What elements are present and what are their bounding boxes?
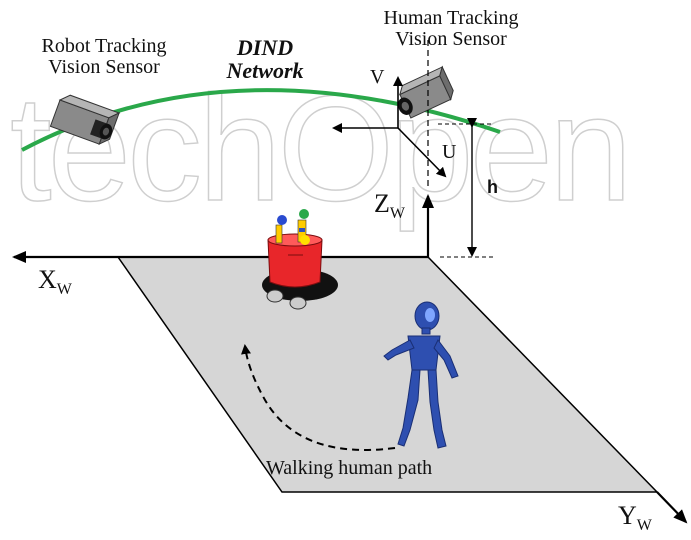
u-axis-label: U <box>442 141 457 163</box>
human-sensor-label: Human Tracking Vision Sensor <box>383 7 519 50</box>
u-axis-arrow <box>397 127 447 178</box>
yw-axis-label: YW <box>618 501 652 534</box>
height-label: h <box>487 177 498 197</box>
xw-axis-label: XW <box>38 265 72 298</box>
robot-camera-icon <box>49 94 121 146</box>
robot-icon <box>262 209 338 310</box>
human-camera-icon <box>397 65 454 119</box>
network-label: DIND Network <box>226 35 304 84</box>
svg-text:techOpen: techOpen <box>10 64 628 232</box>
yw-axis <box>656 491 688 524</box>
human-figure-icon <box>383 301 459 449</box>
v-axis-label: V <box>370 66 385 88</box>
zw-axis-label: ZW <box>374 189 405 222</box>
robot-sensor-label: Robot Tracking Vision Sensor <box>41 35 167 78</box>
path-caption: Walking human path <box>266 457 433 479</box>
walking-path <box>241 344 396 451</box>
watermark: techOpen <box>9 63 633 233</box>
